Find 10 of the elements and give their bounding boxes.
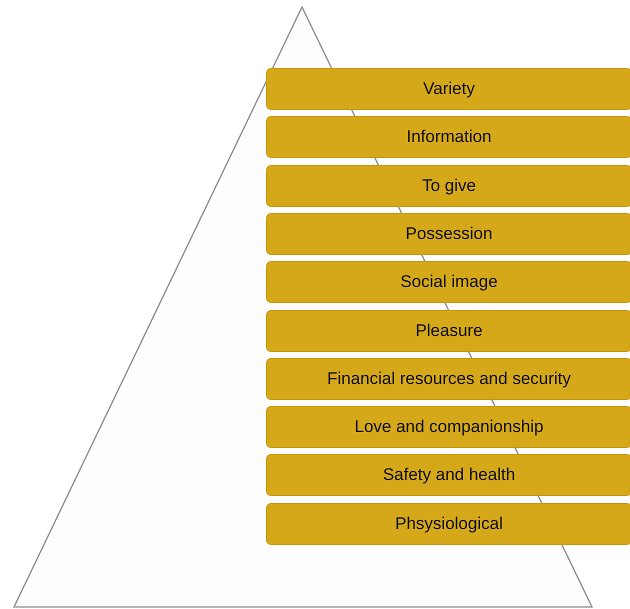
level-bar: Information bbox=[266, 116, 630, 158]
level-bar: Safety and health bbox=[266, 454, 630, 496]
level-bar: Possession bbox=[266, 212, 630, 255]
level-bar: Social image bbox=[266, 261, 630, 304]
level-bar: Pleasure bbox=[266, 310, 630, 352]
level-bar: Phsysiological bbox=[266, 502, 630, 545]
level-bar: Variety bbox=[266, 68, 630, 110]
level-bar: Love and companionship bbox=[266, 406, 630, 448]
level-bar: To give bbox=[266, 164, 630, 207]
level-bar: Financial resources and security bbox=[266, 358, 630, 400]
